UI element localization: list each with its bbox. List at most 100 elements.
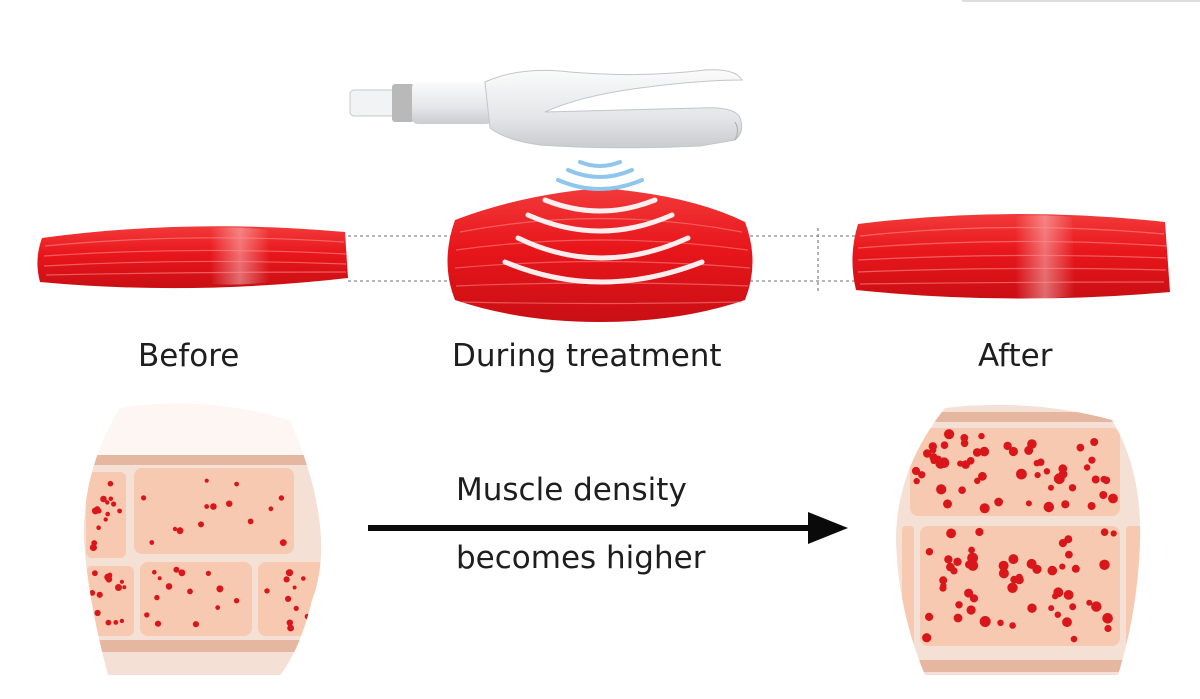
fiber-dot: [950, 567, 958, 575]
fiber-dot: [978, 471, 987, 481]
fiber-dot: [1100, 475, 1108, 483]
arrow-right-icon: [368, 512, 848, 544]
fiber-dot: [293, 605, 299, 612]
label-after: After: [978, 338, 1053, 374]
fiber-dot: [279, 539, 287, 546]
fiber-dot: [1009, 622, 1016, 629]
fiber-dot: [940, 582, 947, 589]
fiber-dot: [165, 583, 173, 590]
fiber-dot: [107, 573, 113, 579]
fiber-dot: [172, 526, 178, 532]
fiber-dot: [1037, 458, 1045, 466]
fiber-dot: [1010, 575, 1019, 584]
fiber-dot: [1088, 456, 1096, 464]
fiber-dot: [1043, 501, 1055, 513]
fiber-dot: [1034, 472, 1041, 479]
fiber-dot: [89, 543, 97, 552]
fiber-dot: [204, 478, 209, 483]
fiber-dot: [286, 619, 293, 626]
fiber-dot: [966, 605, 976, 615]
fiber-dot: [198, 521, 204, 528]
fiber-dot: [957, 460, 964, 467]
fiber-dot: [979, 503, 990, 514]
fiber-dot: [1048, 484, 1054, 491]
fiber-dot: [955, 601, 963, 609]
fiber-dot: [1052, 593, 1059, 600]
fiber-dot: [107, 480, 114, 487]
ultrasound-waves: [556, 160, 644, 191]
fiber-dot: [111, 501, 117, 507]
fiber-dot: [1003, 441, 1012, 451]
fiber-dot: [1091, 601, 1102, 612]
fiber-dot: [1083, 464, 1091, 471]
fiber-dot: [1063, 590, 1074, 600]
fiber-dot: [958, 486, 966, 495]
fiber-dot: [283, 576, 290, 583]
fiber-dot: [105, 500, 110, 505]
fiber-dot: [1099, 491, 1108, 499]
fiber-dot: [268, 506, 274, 512]
fiber-dot: [157, 576, 162, 581]
fiber-dot: [1027, 603, 1037, 613]
fiber-dots-after: [911, 429, 1118, 643]
fiber-dot: [1065, 550, 1073, 559]
fiber-dot: [96, 525, 101, 530]
fiber-dot: [105, 511, 110, 517]
fiber-dot: [119, 618, 125, 624]
connector-lines: [348, 228, 858, 292]
fiber-dot: [1064, 535, 1073, 544]
fiber-dot: [974, 477, 981, 484]
fiber-dot: [226, 500, 233, 507]
fiber-dot: [141, 495, 147, 501]
fiber-dot: [1048, 605, 1055, 612]
fiber-dot: [1026, 558, 1037, 569]
fiber-dot: [964, 588, 974, 598]
fiber-dot: [967, 552, 978, 564]
fiber-dot: [911, 466, 921, 476]
fiber-dot: [317, 597, 322, 603]
caption-line-1: Muscle density: [456, 472, 687, 508]
fiber-dot: [178, 569, 186, 577]
fiber-dot: [978, 432, 985, 440]
fiber-dot: [967, 560, 979, 571]
fiber-dot: [103, 517, 108, 522]
fiber-dot: [319, 606, 322, 611]
caption-line-2: becomes higher: [456, 540, 706, 576]
fiber-dot: [144, 612, 150, 618]
fiber-dot: [1008, 446, 1019, 457]
muscle-after: [852, 213, 1170, 299]
fiber-dot: [1061, 500, 1070, 509]
fiber-dot: [292, 585, 297, 590]
fiber-dot: [1043, 468, 1051, 475]
label-before: Before: [138, 338, 240, 374]
fiber-dot: [154, 620, 162, 627]
fiber-dot: [1102, 613, 1113, 624]
fiber-dot: [939, 576, 948, 585]
fiber-dot: [173, 566, 180, 573]
fiber-dot: [96, 591, 103, 598]
fiber-dot: [234, 481, 240, 487]
fiber-dot: [1110, 530, 1117, 537]
fiber-dot: [968, 546, 975, 554]
fiber-dot: [1054, 611, 1062, 618]
fiber-dot: [979, 616, 991, 627]
fiber-dot: [187, 588, 193, 595]
fiber-dot: [998, 560, 1009, 571]
fiber-dot: [944, 555, 953, 564]
fiber-dot: [1091, 475, 1100, 484]
fiber-dots-before: [89, 478, 322, 632]
label-during-treatment: During treatment: [452, 338, 722, 374]
fiber-dot: [1104, 624, 1112, 633]
fiber-dot: [154, 594, 160, 601]
fiber-dot: [946, 528, 956, 539]
fiber-dot: [287, 624, 294, 632]
fiber-dot: [1024, 445, 1034, 455]
fiber-dot: [247, 518, 254, 525]
fiber-dot: [925, 612, 934, 622]
fiber-dot: [1008, 554, 1019, 565]
fiber-dot: [119, 579, 124, 584]
fiber-dot: [929, 446, 937, 454]
fiber-dot: [205, 570, 211, 577]
fiber-dot: [997, 619, 1004, 626]
